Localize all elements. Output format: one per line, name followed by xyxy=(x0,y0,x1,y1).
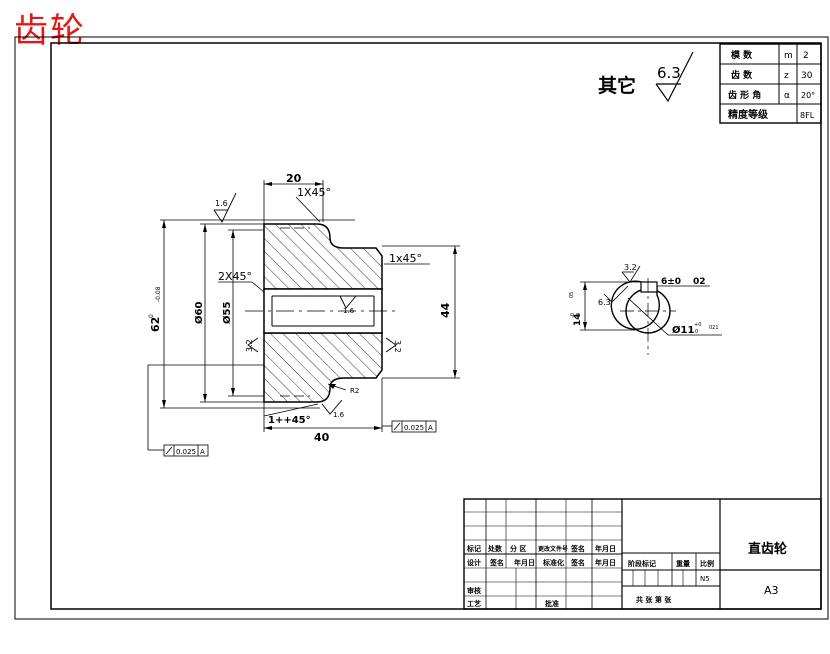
tb-label-scale: 比例 xyxy=(700,559,714,568)
runout-right-value: 0.025 xyxy=(404,424,424,432)
gear-section-view xyxy=(245,219,400,409)
dim-chamfer-bottom: 1++45° xyxy=(268,415,311,426)
keyway-section-view xyxy=(580,265,722,355)
dim-outer-diameter: 62 xyxy=(149,317,162,332)
tb-label-std: 标准化 xyxy=(542,558,564,567)
param-value-angle: 20° xyxy=(801,91,815,100)
section-depth: 14 xyxy=(573,313,583,326)
section-hole-tol-lower: 0 xyxy=(695,329,698,335)
param-name-accuracy: 精度等级 xyxy=(728,108,769,121)
tb-label-check: 审核 xyxy=(467,586,481,595)
section-depth-extra: 05 xyxy=(569,292,575,298)
tb-label-design: 设计 xyxy=(467,558,481,567)
param-value-teeth: 30 xyxy=(801,71,813,81)
tb-label-sign: 签名 xyxy=(570,544,585,553)
runout-left-datum: A xyxy=(200,448,205,456)
tb-label-count: 处数 xyxy=(487,544,503,553)
rough-top-left: 1.6 xyxy=(215,199,228,208)
tb-label-weight: 重量 xyxy=(676,559,690,568)
param-symbol-angle: α xyxy=(784,91,790,101)
tb-label-date-3: 年月日 xyxy=(595,558,616,567)
arrowheads xyxy=(162,182,457,430)
param-value-accuracy: 8FL xyxy=(800,111,815,120)
tb-label-sheets: 共 张 第 张 xyxy=(636,595,672,604)
dim-top-width: 20 xyxy=(286,172,302,185)
part-name: 直齿轮 xyxy=(748,541,787,557)
runout-left-value: 0.025 xyxy=(176,448,196,456)
param-value-module: 2 xyxy=(803,51,809,61)
section-hole-fit: 021 xyxy=(709,325,719,331)
section-depth-tol-lower: 0 xyxy=(576,313,582,316)
tb-label-marks: 标记 xyxy=(466,544,481,553)
inner-frame xyxy=(50,42,822,610)
dim-chamfer-right: 1x45° xyxy=(389,252,422,265)
section-rough-63: 6.3 xyxy=(598,298,611,307)
tb-label-process: 工艺 xyxy=(467,599,481,608)
tb-label-approve: 批准 xyxy=(545,599,559,608)
dim-outer-tol-lower: -0.08 xyxy=(155,286,162,302)
param-symbol-teeth: z xyxy=(784,71,789,81)
section-key-width: 6±0 xyxy=(661,277,681,287)
surface-value: 6.3 xyxy=(657,64,681,82)
section-depth-tol-upper: -0 xyxy=(570,313,576,318)
outer-frame xyxy=(14,36,829,620)
section-rough-32: 3.2 xyxy=(624,263,637,272)
runout-tolerance-right: 0.025 A xyxy=(391,420,437,433)
param-name-module: 模 数 xyxy=(731,49,753,61)
rough-left-face: 3.2 xyxy=(245,339,254,352)
runout-right-datum: A xyxy=(428,424,433,432)
dim-fillet: R2 xyxy=(350,387,359,395)
dim-bore-diameter: Ø55 xyxy=(221,302,233,324)
dim-root-diameter: Ø60 xyxy=(193,302,205,324)
param-name-teeth: 齿 数 xyxy=(731,69,753,81)
param-name-angle: 齿 形 角 xyxy=(728,89,761,101)
parameter-table: 模 数 m 2 齿 数 z 30 齿 形 角 α 20° 精度等级 8FL xyxy=(719,43,822,124)
dim-outer-tol-upper: 0 xyxy=(148,314,155,318)
roughness-symbols xyxy=(213,192,397,415)
tb-label-doc-no: 更改文件号 xyxy=(538,545,568,553)
tb-label-sign-2: 签名 xyxy=(489,558,504,567)
general-roughness: 其它 6.3 xyxy=(598,51,694,103)
param-symbol-module: m xyxy=(784,51,793,61)
tb-label-zone: 分 区 xyxy=(510,544,526,553)
section-hole-tol-upper: +0 xyxy=(694,322,701,328)
rough-bottom: 1.6 xyxy=(333,411,345,419)
section-key-width-tol: 02 xyxy=(693,277,706,287)
tb-label-stage-mark: 阶段标记 xyxy=(628,559,656,568)
scale-value: N5 xyxy=(700,575,710,583)
rough-right-face: 3.2 xyxy=(393,340,402,353)
runout-tolerance-left: 0.025 A xyxy=(163,444,209,457)
tb-label-date-2: 年月日 xyxy=(514,558,535,567)
tb-label-date: 年月日 xyxy=(595,544,616,553)
section-hole-diameter: Ø11 xyxy=(672,324,694,336)
sheet-size: A3 xyxy=(764,584,779,597)
surface-label: 其它 xyxy=(598,74,636,97)
rough-bore: 1.6 xyxy=(343,307,355,315)
dim-chamfer-bore: 2X45° xyxy=(218,270,252,283)
dim-chamfer-top: 1X45° xyxy=(297,186,331,199)
dimensions xyxy=(147,180,460,451)
title-block xyxy=(463,498,822,610)
tb-label-sign-3: 签名 xyxy=(570,558,585,567)
dim-height: 44 xyxy=(439,302,452,318)
dim-bottom-width: 40 xyxy=(314,431,330,444)
